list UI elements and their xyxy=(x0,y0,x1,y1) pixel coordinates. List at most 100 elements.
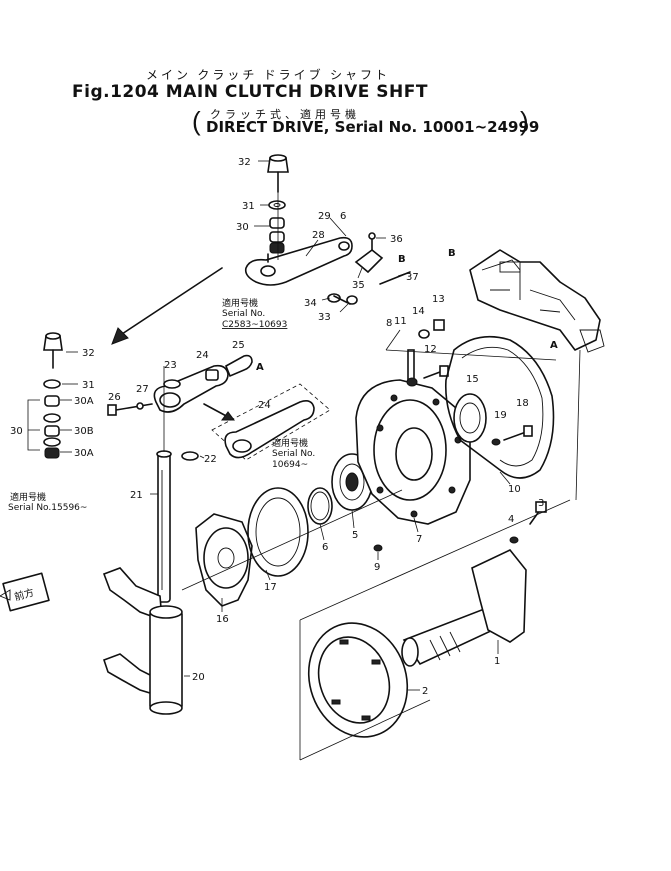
washer-23 xyxy=(163,379,181,389)
bolt-33-34 xyxy=(327,293,358,305)
left-label-31: 31 xyxy=(82,380,95,391)
front-mark xyxy=(0,572,50,612)
lever-28 xyxy=(244,236,353,286)
left-collar-30b xyxy=(44,425,60,437)
serial-top-range: C2583~10693 xyxy=(222,320,287,330)
housing-7 xyxy=(355,379,471,525)
part-label-3: 3 xyxy=(538,498,544,509)
part-label-35: 35 xyxy=(352,280,365,291)
part-label-8: 8 xyxy=(386,318,392,329)
part-label-7: 7 xyxy=(416,534,422,545)
part-label-14: 14 xyxy=(412,306,425,317)
part-label-16: 16 xyxy=(216,614,229,625)
left-label-30b: 30B xyxy=(74,426,94,437)
assembly-arrow xyxy=(111,267,223,345)
pin-22 xyxy=(181,451,199,461)
bolt-18-19 xyxy=(491,425,533,446)
stop-36 xyxy=(354,232,384,274)
paren-close: ) xyxy=(520,106,529,136)
link-25 xyxy=(224,354,253,378)
paren-open: ( xyxy=(192,106,201,136)
bolt-3-4 xyxy=(509,501,547,544)
yoke-20 xyxy=(102,567,183,715)
knob-32 xyxy=(267,154,289,193)
part-label-32: 32 xyxy=(238,157,251,168)
left-label-30a-top: 30A xyxy=(74,396,94,407)
part-label-30: 30 xyxy=(236,222,249,233)
dowel-11-14 xyxy=(406,319,445,387)
part-label-11: 11 xyxy=(394,316,407,327)
serial-mid-range: 10694~ xyxy=(272,460,308,470)
assembly-lines xyxy=(163,192,581,761)
washer-31 xyxy=(268,200,286,210)
seal-15 xyxy=(453,393,487,443)
left-label-32: 32 xyxy=(82,348,95,359)
part-label-18: 18 xyxy=(516,398,529,409)
alt-lever-box xyxy=(203,383,331,461)
front-mark-text: 前方 xyxy=(13,586,36,604)
subtitle-japanese: クラッチ式、適用号機 xyxy=(210,109,360,121)
part-label-24-top: 24 xyxy=(196,350,209,361)
serial-top-label: Serial No. xyxy=(222,309,265,319)
bolt-12 xyxy=(423,365,449,379)
part-label-23: 23 xyxy=(164,360,177,371)
part-label-33: 33 xyxy=(318,312,331,323)
ring-6 xyxy=(307,487,333,525)
left-washer-31 xyxy=(43,379,61,389)
part-label-2: 2 xyxy=(422,686,428,697)
bolt-26-27 xyxy=(107,402,153,416)
part-label-37: 37 xyxy=(406,272,419,283)
part-label-19: 19 xyxy=(494,410,507,421)
part-label-21: 21 xyxy=(130,490,143,501)
serial-mid-japanese: 適用号機 xyxy=(272,437,308,449)
bracket-30 xyxy=(27,399,40,451)
part-label-29: 29 xyxy=(318,211,331,222)
collar-30 xyxy=(269,217,285,254)
title-japanese: メイン クラッチ ドライブ シャフト xyxy=(146,68,391,82)
left-label-30a-bottom: 30A xyxy=(74,448,94,459)
leader-lines xyxy=(60,160,511,691)
serial-mid-label: Serial No. xyxy=(272,449,315,459)
part-label-4: 4 xyxy=(508,514,514,525)
figure-title: Fig.1204 MAIN CLUTCH DRIVE SHFT xyxy=(72,82,428,102)
ref-mark-b-arrow: B xyxy=(448,248,456,259)
transmission-case xyxy=(469,249,605,353)
part-label-1: 1 xyxy=(494,656,500,667)
ref-mark-a: A xyxy=(256,362,264,373)
part-label-26: 26 xyxy=(108,392,121,403)
part-label-6: 6 xyxy=(322,542,328,553)
part-label-12: 12 xyxy=(424,344,437,355)
part-label-27: 27 xyxy=(136,384,149,395)
serial-top-japanese: 適用号機 xyxy=(222,297,258,309)
serial-left-japanese: 適用号機 xyxy=(10,491,46,503)
left-collar-30a-bottom xyxy=(44,447,60,459)
part-label-20: 20 xyxy=(192,672,205,683)
part-label-5: 5 xyxy=(352,530,358,541)
ref-mark-a-arrow: A xyxy=(550,340,558,351)
part-label-24-alt: 24 xyxy=(258,400,271,411)
part-label-15: 15 xyxy=(466,374,479,385)
part-label-13: 13 xyxy=(432,294,445,305)
part-label-10: 10 xyxy=(508,484,521,495)
shaft-1 xyxy=(401,549,527,667)
part-label-6-top: 6 xyxy=(340,211,346,222)
part-label-9: 9 xyxy=(374,562,380,573)
bolt-9 xyxy=(373,544,383,552)
left-label-30: 30 xyxy=(10,426,23,437)
gasket-17 xyxy=(247,487,309,577)
left-collar-30a-top xyxy=(44,395,60,407)
part-label-28: 28 xyxy=(312,230,325,241)
boss-lever-24 xyxy=(153,364,229,413)
ref-mark-b: B xyxy=(398,254,406,265)
part-label-22: 22 xyxy=(204,454,217,465)
part-label-34: 34 xyxy=(304,298,317,309)
left-spacer xyxy=(43,413,61,423)
shaft-21 xyxy=(156,450,172,603)
serial-left-label: Serial No.15596~ xyxy=(8,503,87,513)
left-spacer-2 xyxy=(43,437,61,447)
subtitle-serial-range: DIRECT DRIVE, Serial No. 10001~24999 xyxy=(206,118,540,136)
flywheel-ring-2 xyxy=(307,622,409,738)
part-label-36: 36 xyxy=(390,234,403,245)
